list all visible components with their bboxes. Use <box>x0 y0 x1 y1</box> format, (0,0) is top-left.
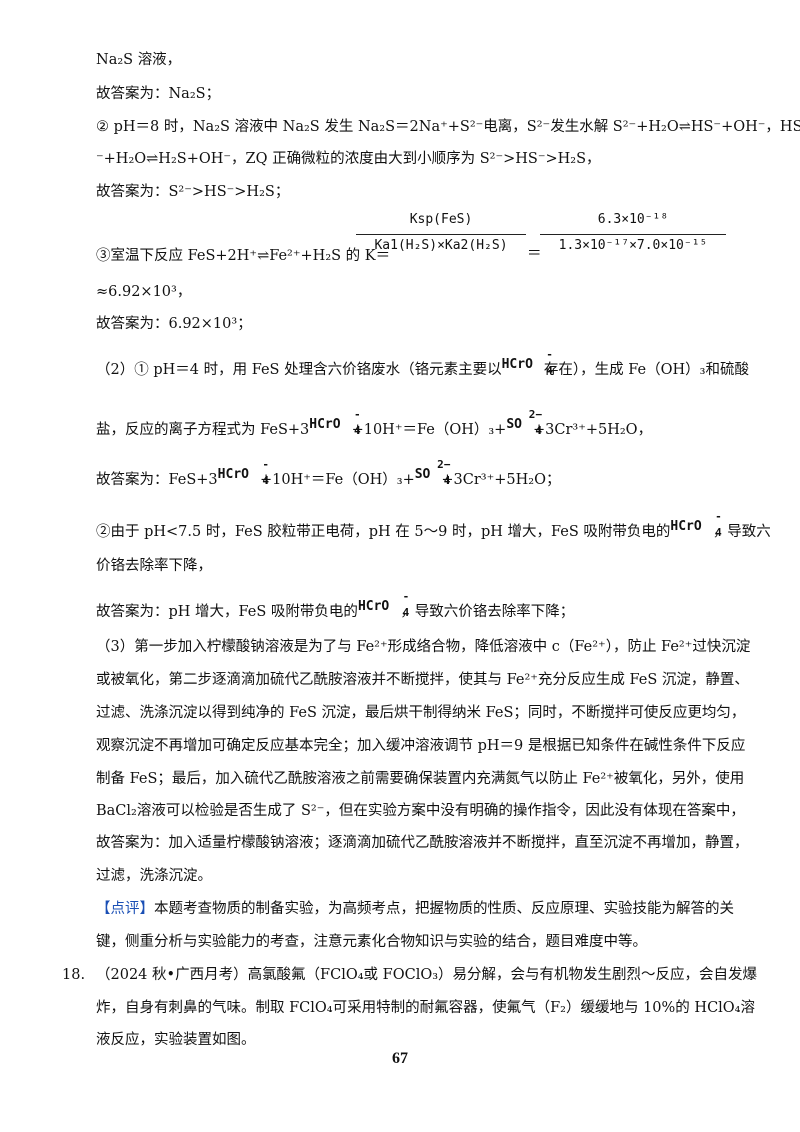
k-expression-prefix: ③室温下反应 FeS+2H⁺⇌Fe²⁺+H₂S 的 K＝ <box>96 248 391 264</box>
fraction-numerator: 6.3×10⁻¹⁸ <box>597 212 669 227</box>
part3-line-1: （3）第一步加入柠檬酸钠溶液是为了与 Fe²⁺形成络合物，降低溶液中 c（Fe²… <box>96 639 751 655</box>
hcro4-ion: HCrO-4 <box>309 408 361 437</box>
part2-2-line-1: ②由于 pH<7.5 时，FeS 胶粒带正电荷，pH 在 5～9 时，pH 增大… <box>96 510 771 543</box>
comment-line-2: 键，侧重分析与实验能力的考查，注意元素化合物知识与实验的结合，题目难度中等。 <box>96 934 647 950</box>
comment-tag: 【点评】 <box>96 901 154 917</box>
hcro4-ion: HCrO-4 <box>217 458 269 487</box>
answer-part2-2: 故答案为：pH 增大，FeS 吸附带负电的HCrO-4，导致六价铬去除率下降； <box>96 590 574 623</box>
question-18-line-1: （2024 秋•广西月考）高氯酸氟（FClO₄或 FOClO₃）易分解，会与有机… <box>96 967 758 983</box>
part3-line-4: 观察沉淀不再增加可确定反应基本完全；加入缓冲溶液调节 pH＝9 是根据已知条件在… <box>96 738 746 754</box>
hcro4-ion: HCrO-4 <box>357 590 410 619</box>
answer-line-1: 故答案为：Na₂S； <box>96 86 221 102</box>
approx-value: ≈6.92×10³， <box>96 284 192 300</box>
question-18-line-2: 炸，自身有刺鼻的气味。制取 FClO₄可采用特制的耐氟容器，使氟气（F₂）缓缓地… <box>96 1000 755 1016</box>
hcro4-ion: HCrO-4 <box>501 348 553 377</box>
part3-answer-line-1: 故答案为：加入适量柠檬酸钠溶液；逐滴滴加硫代乙酰胺溶液并不断搅拌，直至沉淀不再增… <box>96 835 749 851</box>
question-18-line-3: 液反应，实验装置如图。 <box>96 1032 256 1048</box>
fraction-numerator: Ksp(FeS) <box>409 212 473 227</box>
part3-line-2: 或被氧化，第二步逐滴滴加硫代乙酰胺溶液并不断搅拌，使其与 Fe²⁺充分反应生成 … <box>96 672 749 688</box>
fraction-denominator: Ka1(H₂S)×Ka2(H₂S) <box>374 238 508 253</box>
text-line-1: Na₂S 溶液， <box>96 52 182 68</box>
fraction-denominator: 1.3×10⁻¹⁷×7.0×10⁻¹⁵ <box>558 238 708 253</box>
fraction-bar <box>540 234 726 235</box>
equals-sign: ＝ <box>527 246 542 262</box>
answer-line-3: 故答案为：6.92×10³； <box>96 316 252 332</box>
part3-line-3: 过滤、洗涤沉淀以得到纯净的 FeS 沉淀，最后烘干制得纳米 FeS；同时，不断搅… <box>96 705 746 721</box>
fraction-numeric: 6.3×10⁻¹⁸ 1.3×10⁻¹⁷×7.0×10⁻¹⁵ <box>540 212 726 264</box>
part2-2-line-2: 价铬去除率下降， <box>96 558 212 574</box>
text-line-2a: ② pH＝8 时，Na₂S 溶液中 Na₂S 发生 Na₂S＝2Na⁺+S²⁻电… <box>96 119 800 135</box>
fraction-bar <box>356 234 526 235</box>
question-number: 18. <box>62 967 86 983</box>
part3-line-6: BaCl₂溶液可以检验是否生成了 S²⁻，但在实验方案中没有明确的操作指令，因此… <box>96 803 745 819</box>
page-number: 67 <box>392 1050 408 1067</box>
hcro4-ion: HCrO-4 <box>670 510 722 539</box>
answer-line-2: 故答案为：S²⁻>HS⁻>H₂S； <box>96 184 290 200</box>
part3-line-5: 制备 FeS；最后，加入硫代乙酰胺溶液之前需要确保装置内充满氮气以防止 Fe²⁺… <box>96 771 745 787</box>
comment-line-1: 【点评】本题考查物质的制备实验，为高频考点，把握物质的性质、反应原理、实验技能为… <box>96 901 734 917</box>
text-line-2b: ⁻+H₂O⇌H₂S+OH⁻，ZQ 正确微粒的浓度由大到小顺序为 S²⁻>HS⁻>… <box>96 151 601 167</box>
part3-answer-line-2: 过滤，洗涤沉淀。 <box>96 868 212 884</box>
fraction-ksp-over-ka: Ksp(FeS) Ka1(H₂S)×Ka2(H₂S) <box>356 212 526 264</box>
